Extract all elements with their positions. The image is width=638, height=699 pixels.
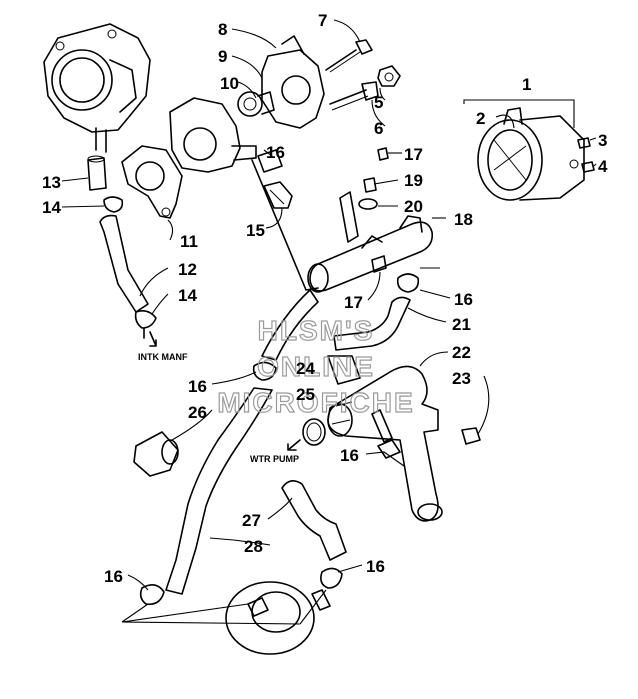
callout-14-lower: 14 [178, 286, 197, 305]
callout-27: 27 [242, 511, 261, 530]
callout-16-manifold: 16 [454, 290, 473, 309]
leader-lines [61, 19, 597, 625]
bolt-7 [325, 39, 373, 73]
callout-28: 28 [244, 537, 263, 556]
oring-25 [302, 418, 326, 446]
water-pipe-22 [327, 365, 443, 522]
clamp-16-lower-right [320, 567, 343, 589]
hose-12 [99, 214, 149, 313]
screw-23 [461, 427, 481, 445]
callout-9: 9 [218, 47, 227, 66]
callout-13: 13 [42, 173, 61, 192]
watermark-line3: MICROFICHE [217, 387, 414, 418]
callout-15: 15 [246, 221, 265, 240]
clamp-14-top [103, 196, 124, 213]
screw-4 [581, 161, 595, 173]
clamp-26 [133, 431, 179, 477]
watermark-line2: ONLINE [257, 351, 375, 382]
callout-24: 24 [296, 359, 315, 378]
callout-8: 8 [218, 20, 227, 39]
callout-25: 25 [296, 385, 315, 404]
hose-24 [327, 355, 361, 385]
callout-26: 26 [188, 403, 207, 422]
clamp-16-left [252, 361, 277, 381]
arrow-intake [149, 331, 157, 347]
callout-22: 22 [452, 343, 471, 362]
callout-20: 20 [404, 197, 423, 216]
callout-2: 2 [476, 109, 485, 128]
screw-3 [577, 137, 591, 149]
bolt-6 [329, 81, 379, 111]
hose-27 [281, 480, 347, 561]
oil-cooler [225, 581, 331, 655]
callout-19: 19 [404, 171, 423, 190]
hose-upper-link [251, 159, 319, 361]
watermark-line1: HLSM'S [258, 315, 375, 346]
callout-10: 10 [220, 74, 239, 93]
callout-17-upper: 17 [404, 145, 423, 164]
hose-28 [165, 387, 273, 595]
callout-16-lower-left: 16 [104, 567, 123, 586]
nut-5 [377, 65, 401, 87]
callout-16-lower-right: 16 [366, 557, 385, 576]
callout-16-center: 16 [340, 446, 359, 465]
callout-16-thermostat: 16 [266, 143, 285, 162]
water-outlet-8 [261, 35, 325, 129]
callout-7: 7 [318, 11, 327, 30]
callout-17-lower: 17 [344, 293, 363, 312]
callout-11: 11 [180, 232, 198, 251]
callout-12: 12 [178, 260, 197, 279]
bolt-16-center [371, 409, 401, 459]
fitting-13 [87, 155, 107, 191]
callout-4: 4 [598, 157, 608, 176]
mounting-bracket [339, 147, 389, 273]
clamp-14-lower [134, 310, 157, 339]
arrow-water-pump [287, 439, 301, 451]
note-intake-manifold: INTK MANF [138, 352, 188, 362]
callout-5: 5 [374, 93, 383, 112]
clamp-16-manifold [396, 273, 420, 293]
callout-14-upper: 14 [42, 198, 61, 217]
callout-3: 3 [598, 131, 607, 150]
callout-6: 6 [374, 119, 383, 138]
watermark: HLSM'S ONLINE MICROFICHE [217, 314, 414, 418]
callout-18: 18 [454, 210, 473, 229]
clip-16-upper [257, 149, 283, 173]
clamp-16-lower-left [139, 584, 165, 606]
callout-labels: 1 2 3 4 5 6 7 8 9 10 11 12 13 14 14 15 1… [42, 11, 608, 586]
callout-21: 21 [452, 315, 471, 334]
note-water-pump: WTR PUMP [250, 454, 299, 464]
throttle-body [43, 23, 151, 153]
temp-sensor-15 [263, 181, 293, 209]
hose-21 [333, 296, 411, 351]
callout-23: 23 [452, 369, 471, 388]
water-manifold-18 [307, 215, 440, 293]
water-pump-assembly [477, 107, 585, 201]
callout-16-left-hose: 16 [188, 377, 207, 396]
callout-1: 1 [522, 75, 531, 94]
gasket-11 [121, 145, 183, 219]
thermostat-housing [169, 91, 275, 173]
